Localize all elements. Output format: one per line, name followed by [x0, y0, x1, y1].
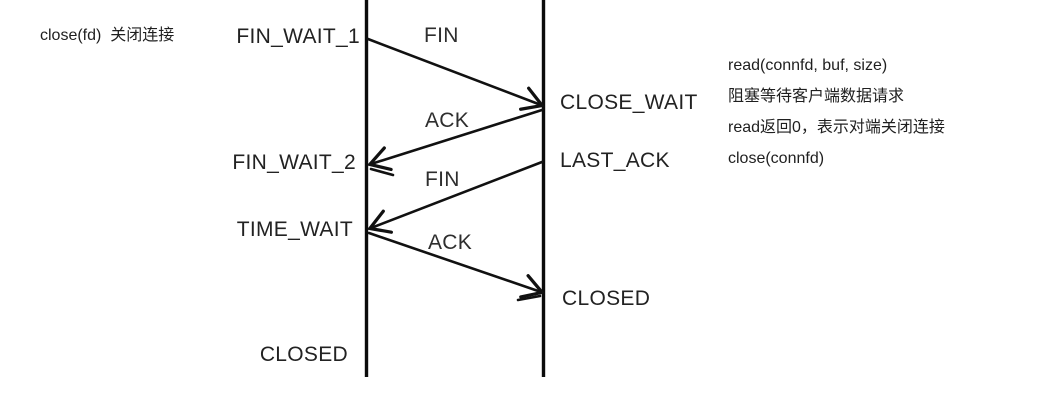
state-last-ack: LAST_ACK	[560, 149, 670, 172]
state-fin-wait-2: FIN_WAIT_2	[232, 151, 356, 174]
message-label-ack-2: ACK	[428, 231, 473, 254]
ack-arrow-1	[366, 108, 544, 172]
state-time-wait: TIME_WAIT	[236, 218, 353, 241]
state-close-wait: CLOSE_WAIT	[560, 91, 698, 114]
fin-arrow-1	[366, 37, 546, 111]
fin-arrow-2	[366, 160, 544, 234]
server-notes: read(connfd, buf, size) 阻塞等待客户端数据请求 read…	[728, 50, 945, 174]
state-closed-server: CLOSED	[562, 287, 651, 310]
server-note-block-wait: 阻塞等待客户端数据请求	[728, 88, 905, 105]
message-label-fin-2: FIN	[425, 168, 460, 191]
client-close-note: close(fd) 关闭连接	[40, 27, 175, 44]
server-note-read-returns-zero: read返回0，表示对端关闭连接	[728, 119, 945, 136]
state-fin-wait-1: FIN_WAIT_1	[236, 25, 360, 48]
server-note-close-call: close(connfd)	[728, 150, 825, 167]
message-label-ack-1: ACK	[425, 109, 470, 132]
ack-arrow-2	[367, 231, 546, 299]
arrowhead-stray-stroke-2	[516, 294, 542, 302]
arrowhead-stray-stroke-1	[369, 167, 395, 177]
state-closed-client: CLOSED	[259, 343, 348, 366]
message-label-fin-1: FIN	[424, 24, 459, 47]
server-note-read-call: read(connfd, buf, size)	[728, 57, 888, 74]
